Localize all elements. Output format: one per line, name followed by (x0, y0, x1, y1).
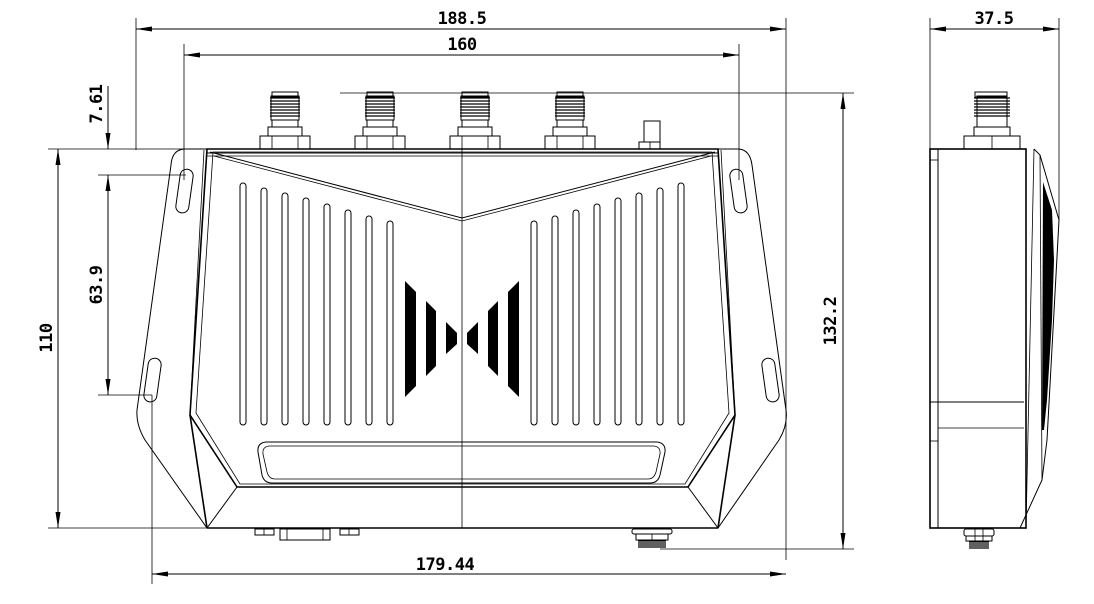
dim-overall-height: 132.2 (340, 92, 854, 550)
label-window (257, 441, 666, 484)
mounting-slot-bottom-right (761, 357, 780, 403)
db9-port (254, 528, 360, 541)
vent-slots-right (530, 182, 685, 426)
mounting-slot-top-left (175, 168, 194, 214)
dim-mount-spacing: 160 (183, 35, 740, 180)
dim-label-mount-spacing: 160 (447, 35, 476, 55)
vent-slots-left (239, 182, 394, 426)
dim-top-offset: 7.61 (87, 84, 186, 191)
dim-label-overall-height: 132.2 (821, 297, 841, 346)
dim-overall-width: 188.5 (135, 9, 787, 560)
antenna-connector-1 (259, 91, 311, 150)
dim-body-height: 110 (37, 148, 210, 529)
chevron-bars-logo-icon (405, 281, 519, 397)
power-connector (631, 528, 673, 548)
dim-label-body-height: 110 (37, 323, 57, 352)
antenna-connector-3 (449, 91, 501, 150)
dim-slot-spacing: 63.9 (87, 175, 152, 396)
body-outline (189, 148, 736, 488)
side-view (929, 91, 1060, 549)
mounting-slot-bottom-left (143, 357, 162, 403)
front-view (136, 91, 787, 548)
dim-label-top-offset: 7.61 (87, 84, 107, 123)
side-antenna-connector (963, 91, 1021, 150)
side-bottom-connector (963, 528, 995, 549)
dim-label-side-depth: 37.5 (975, 9, 1014, 29)
small-top-connector (638, 120, 661, 150)
dim-label-overall-width: 188.5 (438, 9, 487, 29)
dim-label-bottom-width: 179.44 (416, 555, 475, 575)
mounting-slot-top-right (729, 168, 748, 214)
antenna-connector-2 (354, 91, 406, 150)
side-vent-fins (1042, 182, 1054, 430)
antenna-connector-4 (544, 91, 596, 150)
dim-bottom-width: 179.44 (151, 395, 786, 584)
dim-label-slot-spacing: 63.9 (87, 265, 107, 304)
dim-side-depth: 37.5 (929, 9, 1060, 220)
